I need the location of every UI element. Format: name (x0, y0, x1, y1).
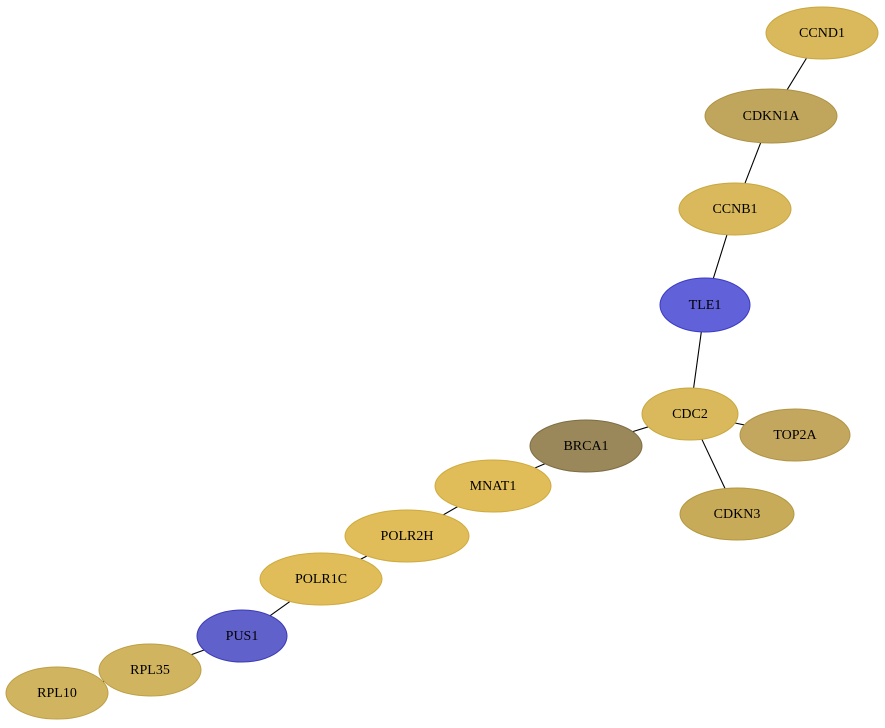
edge-pus1-rpl35 (191, 649, 205, 656)
node-label: MNAT1 (470, 479, 517, 494)
node-label: CCND1 (799, 26, 845, 41)
node-shape (641, 387, 739, 441)
node-rpl10[interactable]: RPL10 (5, 666, 109, 720)
edge-cdc2-top2a (734, 422, 745, 426)
node-label: POLR1C (295, 572, 347, 587)
node-label: TOP2A (773, 428, 817, 443)
edge-tle1-cdc2 (693, 331, 702, 389)
edge-brca1-mnat1 (534, 463, 546, 469)
node-polr1c[interactable]: POLR1C (259, 552, 383, 606)
node-label: TLE1 (689, 298, 722, 313)
node-pus1[interactable]: PUS1 (196, 609, 288, 663)
node-brca1[interactable]: BRCA1 (529, 419, 643, 473)
node-shape (678, 182, 792, 236)
node-shape (679, 487, 795, 541)
edge-ccnb1-tle1 (712, 234, 728, 279)
node-shape (5, 666, 109, 720)
edge-layer (102, 57, 808, 683)
node-label: RPL35 (130, 663, 170, 678)
node-mnat1[interactable]: MNAT1 (434, 459, 552, 513)
node-ccnb1[interactable]: CCNB1 (678, 182, 792, 236)
node-label: PUS1 (226, 629, 259, 644)
node-shape (434, 459, 552, 513)
node-label: CCNB1 (712, 202, 757, 217)
edge-cdc2-cdkn3 (701, 438, 726, 489)
node-shape (344, 509, 470, 563)
node-shape (659, 277, 751, 333)
node-label: CDKN3 (714, 507, 761, 522)
node-label: CDKN1A (743, 109, 801, 124)
node-shape (196, 609, 288, 663)
node-label: POLR2H (381, 529, 434, 544)
node-label: BRCA1 (563, 439, 608, 454)
node-shape (704, 88, 838, 144)
node-cdc2[interactable]: CDC2 (641, 387, 739, 441)
node-shape (765, 6, 879, 60)
edge-mnat1-polr2h (443, 506, 458, 516)
node-shape (98, 643, 202, 697)
node-ccnd1[interactable]: CCND1 (765, 6, 879, 60)
node-label: RPL10 (37, 686, 77, 701)
edge-cdkn1a-ccnb1 (744, 142, 762, 184)
node-shape (529, 419, 643, 473)
edge-cdc2-brca1 (632, 426, 649, 433)
node-top2a[interactable]: TOP2A (739, 408, 851, 462)
edge-polr2h-polr1c (360, 555, 368, 560)
edge-polr1c-pus1 (269, 600, 291, 617)
node-polr2h[interactable]: POLR2H (344, 509, 470, 563)
node-cdkn3[interactable]: CDKN3 (679, 487, 795, 541)
node-shape (259, 552, 383, 606)
edge-ccnd1-cdkn1a (786, 57, 808, 91)
node-cdkn1a[interactable]: CDKN1A (704, 88, 838, 144)
node-label: CDC2 (672, 407, 708, 422)
node-tle1[interactable]: TLE1 (659, 277, 751, 333)
node-shape (739, 408, 851, 462)
node-rpl35[interactable]: RPL35 (98, 643, 202, 697)
